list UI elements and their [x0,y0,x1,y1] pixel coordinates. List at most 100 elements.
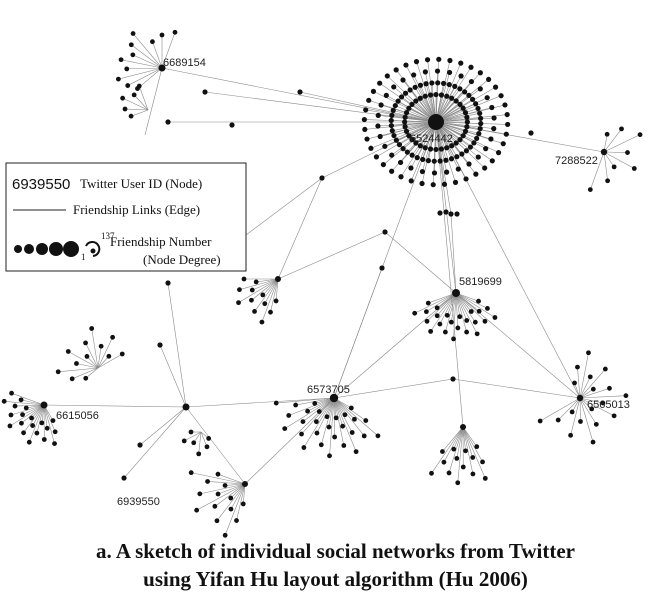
leaf-node [464,124,470,130]
edge [579,397,615,417]
leaf-node [425,300,431,306]
edge [131,44,163,69]
edge [376,121,437,158]
leaf-node [69,376,75,382]
edge [462,426,474,458]
leaf-node [423,81,429,87]
leaf-node [115,76,121,82]
edge [126,67,163,70]
leaf-node [474,331,480,337]
leaf-node [495,150,502,156]
hub-node [460,424,466,430]
edge [603,151,628,153]
leaf-node [438,146,445,152]
leaf-node [118,57,124,63]
leaf-node [228,495,234,501]
leaf-node [403,110,410,116]
edge [426,292,457,322]
legend-degree-max: 137 [101,231,115,241]
leaf-node [440,449,445,454]
leaf-node [473,101,479,107]
leaf-node [375,112,381,118]
edge [132,54,163,69]
leaf-node [457,101,463,107]
leaf-node [482,165,488,171]
edge [252,278,279,291]
leaf-node [313,419,319,425]
edge [198,431,202,454]
edge [333,397,345,446]
leaf-node [587,187,593,192]
leaf-node [444,93,450,99]
leaf-node [605,178,611,184]
leaf-node [437,321,443,327]
leaf-node [466,92,472,98]
edge [427,59,437,123]
edge [451,292,457,323]
leaf-node [413,98,419,104]
leaf-node [464,114,470,120]
leaf-node [50,418,56,423]
leaf-node [441,459,447,465]
edge [43,404,187,408]
edge [29,404,45,443]
leaf-node [181,438,187,444]
leaf-node [273,298,279,304]
leaf-node [262,301,268,307]
node [229,122,235,128]
leaf-node [428,328,434,334]
node [202,89,208,95]
edge [21,399,45,406]
leaf-node [373,154,380,160]
leaf-node [491,115,497,121]
edge [307,397,335,412]
edge [152,41,163,69]
edge [462,426,466,451]
edge [448,426,464,474]
leaf-node [196,451,202,457]
leaf-node [402,124,408,130]
leaf-node [425,158,432,164]
edge [379,82,437,123]
hub-node [182,403,190,411]
edge [457,426,464,483]
leaf-node [273,400,279,406]
leaf-node [293,402,299,408]
edge [455,292,476,323]
leaf-node [489,104,495,111]
edge [410,121,437,169]
edge [435,121,508,125]
leaf-node [19,420,24,426]
edge [118,67,163,80]
edges-layer [4,32,641,536]
leaf-node [74,361,79,366]
leaf-node [488,136,494,142]
leaf-node [452,83,458,89]
node-label-7288522: 7288522 [555,155,598,167]
edge [452,378,581,399]
edge [442,426,464,452]
leaf-node [446,69,453,76]
edge [288,397,335,416]
leaf-node [438,92,445,98]
leaf-node [342,412,348,418]
edge [217,473,246,485]
edge [123,406,187,479]
edge [453,426,464,450]
leaf-node [470,471,476,477]
edge [570,397,581,436]
leaf-node [402,114,408,120]
edge [15,404,45,407]
leaf-node [124,66,130,72]
leaf-node [472,319,478,325]
leaf-node [455,480,461,486]
edge [435,121,464,428]
edge [254,278,279,312]
leaf-node [586,350,591,356]
edge [435,117,495,123]
edge [431,426,464,474]
leaf-node [434,313,440,319]
leaf-node [572,380,577,386]
edge [127,67,163,86]
leaf-node [422,69,428,75]
